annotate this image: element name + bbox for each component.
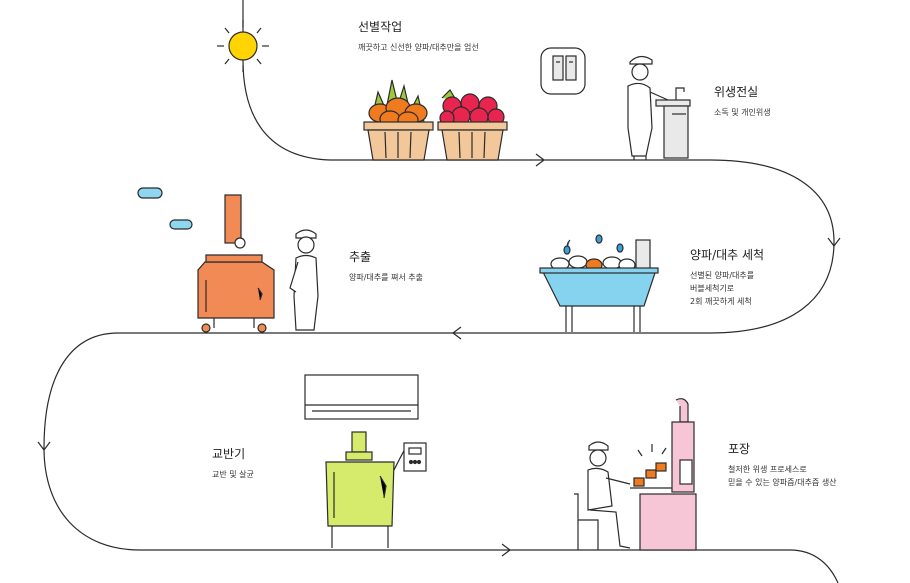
worker-standing [289, 229, 319, 331]
process-path [43, 0, 839, 583]
step-description: 철저한 위생 프로세스로 믿을 수 있는 양파즙/대추즙 생산 [728, 465, 837, 487]
onion-basket [363, 79, 434, 161]
step-description: 교반 및 살균 [212, 470, 254, 479]
step-description: 깨끗하고 신선한 양파/대추만을 엄선 [358, 43, 479, 52]
step-title: 추출 [349, 250, 372, 264]
step-select: 선별작업 깨끗하고 신선한 양파/대추만을 엄선 [358, 18, 479, 54]
worker-washing [627, 55, 691, 160]
air-conditioner [304, 374, 419, 420]
arrow-down-icon [827, 237, 841, 247]
packing-machine [630, 398, 697, 551]
step-title: 포장 [728, 442, 751, 456]
worker-seated [574, 441, 631, 550]
arrow-right-icon [535, 153, 545, 167]
step-title: 양파/대추 세척 [690, 248, 765, 262]
step-description: 선별된 양파/대추를 버블세척기로 2회 깨끗하게 세척 [690, 271, 755, 306]
cloud-icon [169, 219, 193, 230]
hygiene-sign [540, 47, 586, 95]
step-hygiene: 위생전실 소독 및 개인위생 [714, 83, 771, 119]
step-description: 양파/대추를 쪄서 추출 [349, 273, 424, 282]
cloud-icon [137, 187, 163, 199]
step-title: 위생전실 [714, 85, 759, 99]
step-pack: 포장 철저한 위생 프로세스로 믿을 수 있는 양파즙/대추즙 생산 [728, 440, 837, 489]
sun-icon [217, 20, 269, 72]
step-title: 교반기 [212, 447, 246, 461]
jujube-basket [437, 89, 508, 161]
bubble-washer [539, 234, 659, 332]
arrow-down-icon [37, 441, 51, 451]
step-stir: 교반기 교반 및 살균 [212, 445, 254, 481]
step-title: 선별작업 [358, 20, 403, 34]
mixer-tank [325, 431, 427, 548]
arrow-left-icon [452, 326, 462, 340]
step-wash: 양파/대추 세척 선별된 양파/대추를 버블세척기로 2회 깨끗하게 세척 [690, 246, 764, 308]
step-extract: 추출 양파/대추를 쪄서 추출 [349, 248, 423, 284]
extractor-machine [197, 194, 275, 333]
arrow-right-icon [501, 543, 511, 557]
step-description: 소독 및 개인위생 [714, 108, 771, 117]
